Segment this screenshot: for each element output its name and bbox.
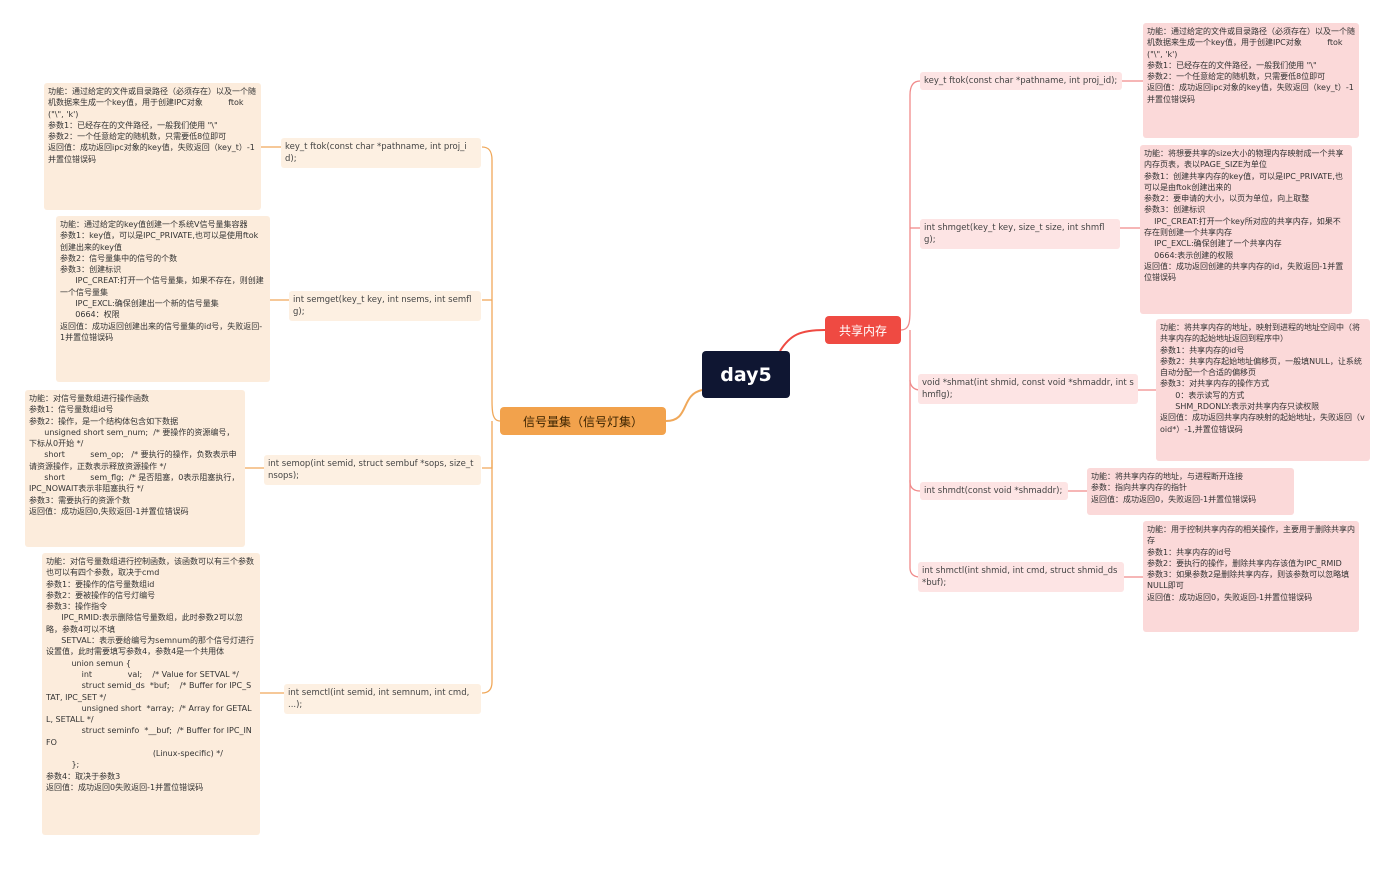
sem-detail-semctl[interactable]: 功能：对信号量数组进行控制函数，该函数可以有三个参数也可以有四个参数，取决于cm… <box>42 553 260 835</box>
shm-detail-ftok[interactable]: 功能：通过给定的文件或目录路径（必须存在）以及一个随机数据来生成一个key值，用… <box>1143 23 1359 138</box>
shm-func-shmget[interactable]: int shmget(key_t key, size_t size, int s… <box>920 219 1120 249</box>
shm-detail-shmctl[interactable]: 功能：用于控制共享内存的相关操作，主要用于删除共享内存 参数1：共享内存的id号… <box>1143 521 1359 632</box>
shm-func-shmat[interactable]: void *shmat(int shmid, const void *shmad… <box>918 374 1138 404</box>
link-sem-3 <box>482 421 493 469</box>
sem-detail-semop[interactable]: 功能：对信号量数组进行操作函数 参数1：信号量数组id号 参数2：操作，是一个结… <box>25 390 245 547</box>
shm-detail-shmdt[interactable]: 功能：将共享内存的地址，与进程断开连接 参数：指向共享内存的指针 返回值：成功返… <box>1087 468 1294 515</box>
branch-shared-memory[interactable]: 共享内存 <box>825 316 901 344</box>
shm-func-shmdt[interactable]: int shmdt(const void *shmaddr); <box>920 482 1068 500</box>
branch-semaphore[interactable]: 信号量集（信号灯集） <box>500 407 666 435</box>
sem-detail-semget[interactable]: 功能：通过给定的key值创建一个系统V信号量集容器 参数1：key值，可以是IP… <box>56 216 270 382</box>
sem-func-semget[interactable]: int semget(key_t key, int nsems, int sem… <box>289 291 481 321</box>
sem-func-ftok[interactable]: key_t ftok(const char *pathname, int pro… <box>281 138 481 168</box>
sem-detail-ftok[interactable]: 功能：通过给定的文件或目录路径（必须存在）以及一个随机数据来生成一个key值，用… <box>44 83 261 210</box>
sem-func-semop[interactable]: int semop(int semid, struct sembuf *sops… <box>264 455 481 485</box>
link-sem-4 <box>481 460 493 694</box>
shm-func-shmctl[interactable]: int shmctl(int shmid, int cmd, struct sh… <box>918 562 1124 592</box>
link-shm-trunk <box>900 80 921 331</box>
root-topic[interactable]: day5 <box>702 351 790 398</box>
link-sem-trunk <box>481 146 501 422</box>
link-root-semaphore <box>665 389 703 422</box>
sem-func-semctl[interactable]: int semctl(int semid, int semnum, int cm… <box>284 684 481 714</box>
shm-detail-shmget[interactable]: 功能：将想要共享的size大小的物理内存映射成一个共享内存页表，表以PAGE_S… <box>1140 145 1352 314</box>
shm-detail-shmat[interactable]: 功能：将共享内存的地址，映射到进程的地址空间中（将共享内存的起始地址返回到程序中… <box>1156 319 1370 461</box>
shm-func-ftok[interactable]: key_t ftok(const char *pathname, int pro… <box>920 72 1122 90</box>
link-root-shm <box>779 329 826 352</box>
